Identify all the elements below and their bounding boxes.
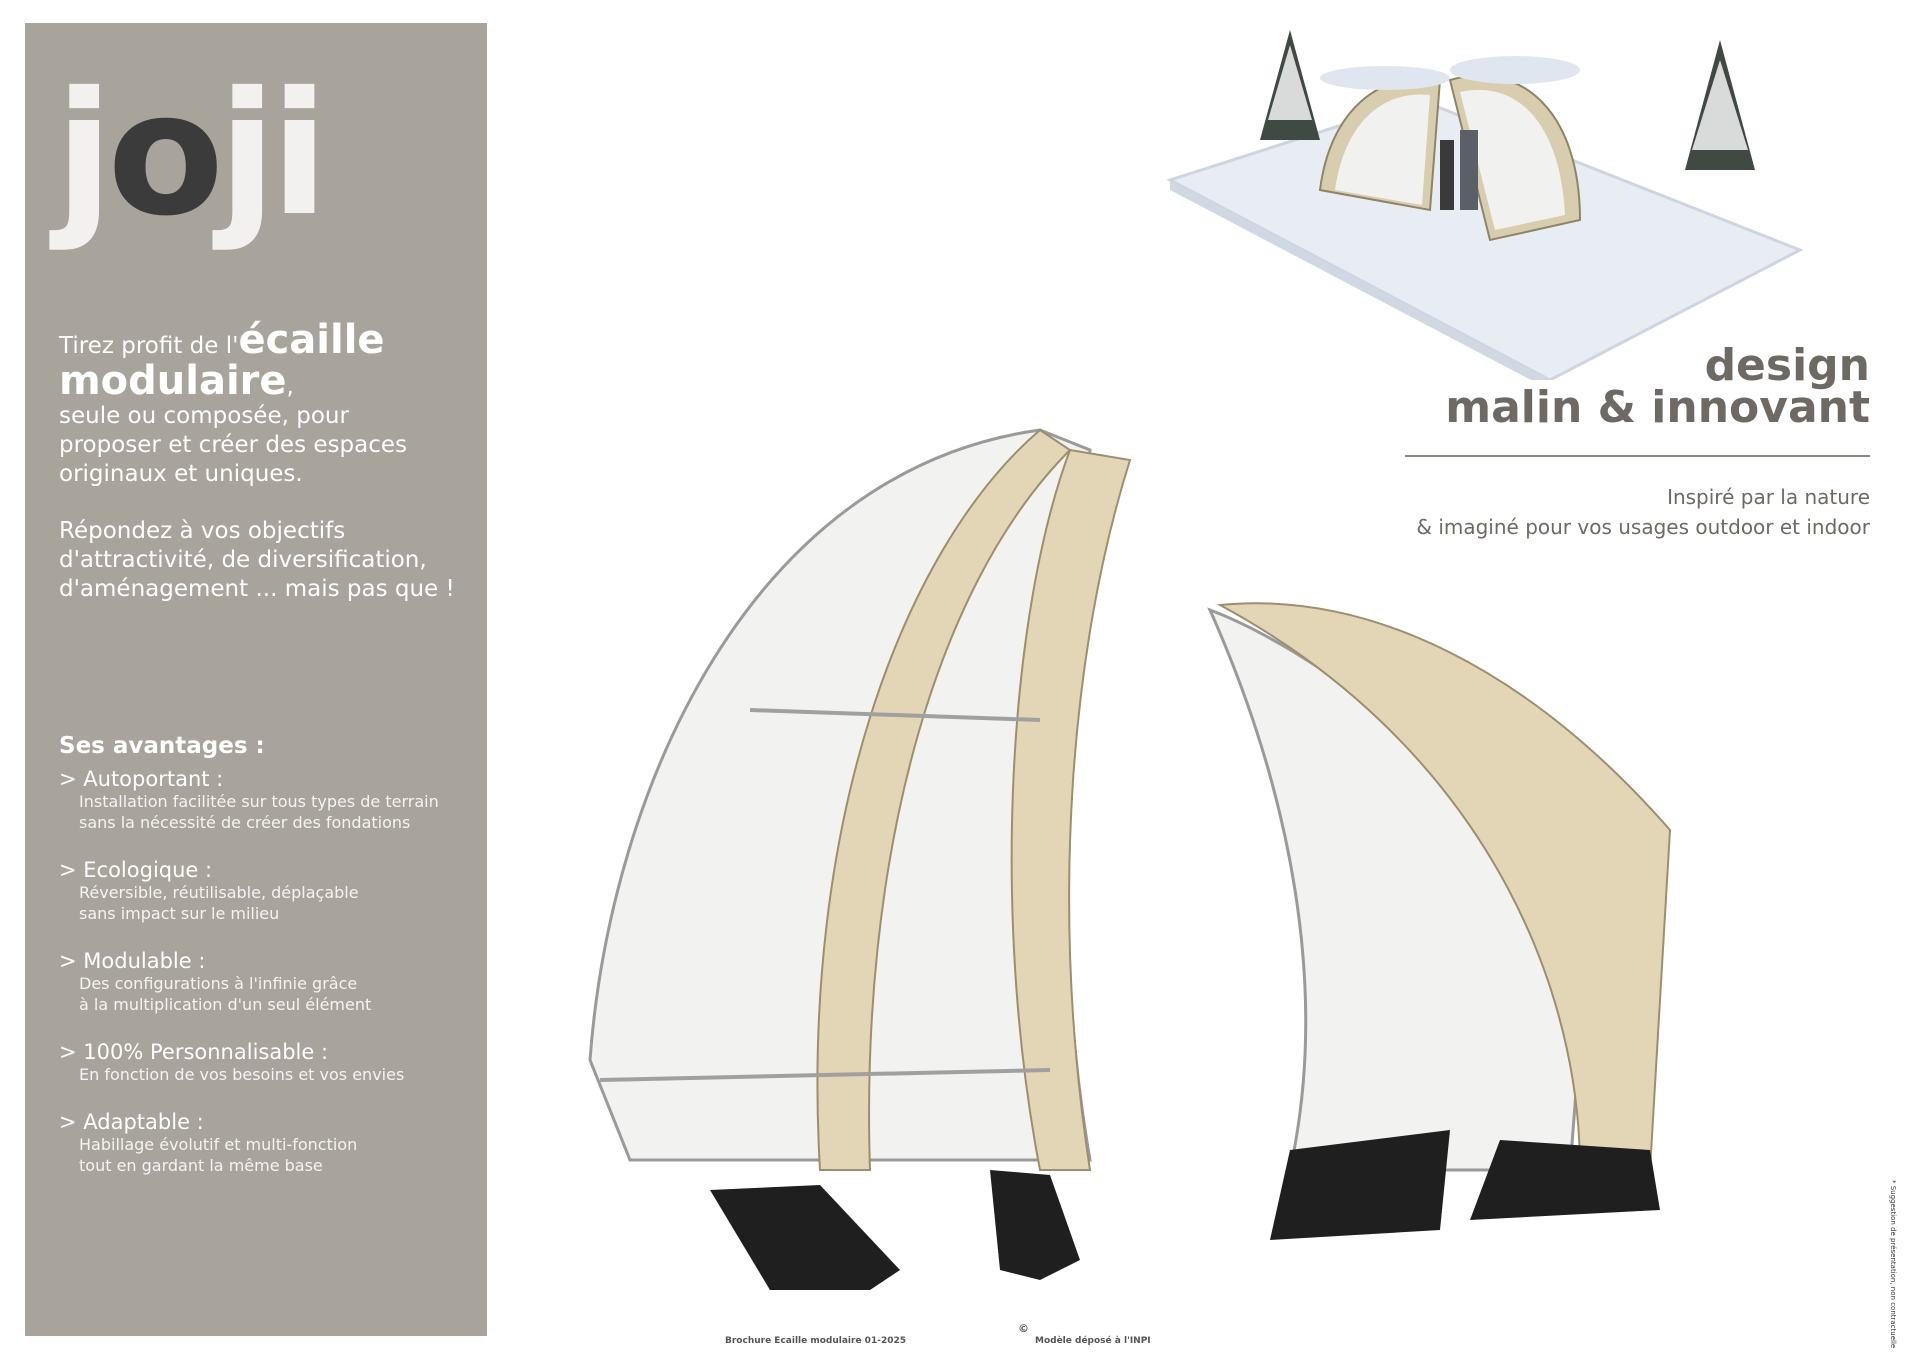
- advantage-desc: tout en gardant la même base: [79, 1156, 323, 1175]
- tall-shell: [588, 428, 1132, 1290]
- advantage-desc: Réversible, réutilisable, déplaçable: [79, 883, 359, 902]
- advantage-desc: sans la nécessité de créer des fondation…: [79, 813, 411, 832]
- advantage-item: > Adaptable : Habillage évolutif et mult…: [59, 1110, 479, 1176]
- advantages-heading: Ses avantages :: [59, 733, 265, 759]
- intro-comma: ,: [286, 374, 294, 400]
- copyright-mark: ©: [1018, 1322, 1029, 1335]
- advantage-desc: sans impact sur le milieu: [79, 904, 280, 923]
- modular-shell-rendering: [588, 428, 1672, 1290]
- footer-inpi: Modèle déposé à l'INPI: [1035, 1336, 1151, 1346]
- advantage-item: > Ecologique : Réversible, réutilisable,…: [59, 858, 479, 924]
- advantage-title: > Ecologique :: [59, 858, 213, 882]
- tagline: design malin & innovant: [1445, 340, 1870, 433]
- advantages-list: Ses avantages : > Autoportant : Installa…: [59, 733, 479, 1201]
- subtitle-line1: Inspiré par la nature: [1667, 485, 1870, 509]
- intro-p2-line2: d'attractivité, de diversification,: [59, 547, 427, 573]
- intro-p2-line1: Répondez à vos objectifs: [59, 518, 346, 544]
- intro-lead: Tirez profit de l': [59, 333, 239, 359]
- advantage-item: > Autoportant : Installation facilitée s…: [59, 767, 479, 833]
- footer-brochure: Brochure Ecaille modulaire 01-2025: [725, 1336, 906, 1346]
- snow-scene-illustration: [1166, 30, 1804, 380]
- intro-line3: originaux et uniques.: [59, 461, 303, 487]
- advantage-desc: Habillage évolutif et multi-fonction: [79, 1135, 358, 1154]
- intro-line1: seule ou composée, pour: [59, 403, 349, 429]
- subtitle: Inspiré par la nature & imaginé pour vos…: [1416, 482, 1870, 542]
- advantage-desc: à la multiplication d'un seul élément: [79, 995, 372, 1014]
- intro-lead-big2: modulaire: [59, 358, 287, 404]
- advantage-desc: Des configurations à l'infinie grâce: [79, 974, 358, 993]
- advantage-title: > 100% Personnalisable :: [59, 1040, 329, 1064]
- intro-text: Tirez profit de l'écaille modulaire, seu…: [59, 320, 479, 604]
- joji-logo: joji: [55, 56, 329, 254]
- intro-p2-line3: d'aménagement ... mais pas que !: [59, 576, 455, 602]
- advantage-title: > Adaptable :: [59, 1110, 204, 1134]
- short-shell: [1207, 602, 1672, 1240]
- tagline-line1: design: [1704, 340, 1870, 391]
- advantage-desc: En fonction de vos besoins et vos envies: [79, 1065, 405, 1084]
- tagline-line2: malin & innovant: [1445, 382, 1870, 433]
- left-panel: [25, 23, 487, 1336]
- advantage-title: > Modulable :: [59, 949, 206, 973]
- advantage-item: > 100% Personnalisable : En fonction de …: [59, 1040, 479, 1085]
- intro-line2: proposer et créer des espaces: [59, 432, 407, 458]
- side-note: * Suggestion de présentation, non contra…: [1889, 1180, 1897, 1349]
- subtitle-line2: & imaginé pour vos usages outdoor et ind…: [1416, 515, 1870, 539]
- advantage-title: > Autoportant :: [59, 767, 224, 791]
- intro-lead-big1: écaille: [238, 317, 385, 363]
- advantage-item: > Modulable : Des configurations à l'inf…: [59, 949, 479, 1015]
- advantage-desc: Installation facilitée sur tous types de…: [79, 792, 439, 811]
- divider: [1405, 455, 1870, 457]
